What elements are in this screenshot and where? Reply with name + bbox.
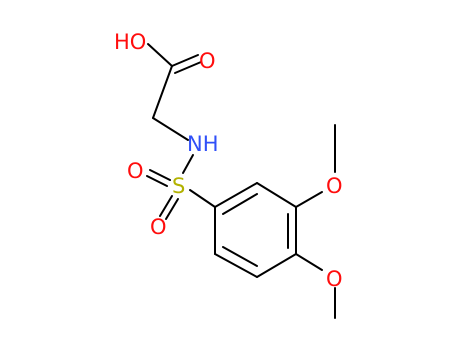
ring-bond-1 — [214, 182, 258, 208]
methoxy-oxygen-bottom-label: O — [326, 267, 343, 291]
bond-c-o-double-2 — [174, 61, 202, 74]
bond-c-o-double-1 — [171, 54, 199, 67]
ring-double-c — [222, 246, 258, 267]
atom-labels: HO O NH S O O O O — [114, 30, 343, 291]
bond-ch2-n — [152, 117, 189, 141]
sulfonyl-oxygen-left-label: O — [127, 159, 144, 183]
methoxy-oxygen-top-label: O — [326, 174, 343, 198]
ring-bond-4 — [256, 253, 297, 278]
bond-ring-o-bottom — [295, 253, 323, 271]
carbonyl-oxygen-label: O — [199, 49, 216, 73]
bond-s-o-left-1 — [149, 169, 171, 181]
sulfonyl-oxygen-bottom-label: O — [150, 215, 167, 239]
bond-c-ch2 — [152, 65, 173, 119]
bond-s-ring — [189, 189, 216, 208]
ring-double-a — [222, 193, 258, 215]
ring-bond-5 — [214, 253, 258, 278]
bond-s-o-bottom-2 — [165, 198, 179, 220]
sulfur-label: S — [172, 174, 185, 198]
hydroxyl-label: HO — [114, 30, 146, 54]
bonds — [146, 43, 336, 319]
ring-bond-2 — [256, 182, 297, 208]
bond-s-o-left-2 — [146, 175, 168, 187]
amine-label: NH — [187, 132, 219, 156]
bond-ho-c — [147, 43, 173, 67]
bond-s-o-bottom-1 — [159, 195, 173, 217]
bond-n-s — [182, 154, 194, 174]
bond-ring-o-top — [295, 191, 323, 208]
